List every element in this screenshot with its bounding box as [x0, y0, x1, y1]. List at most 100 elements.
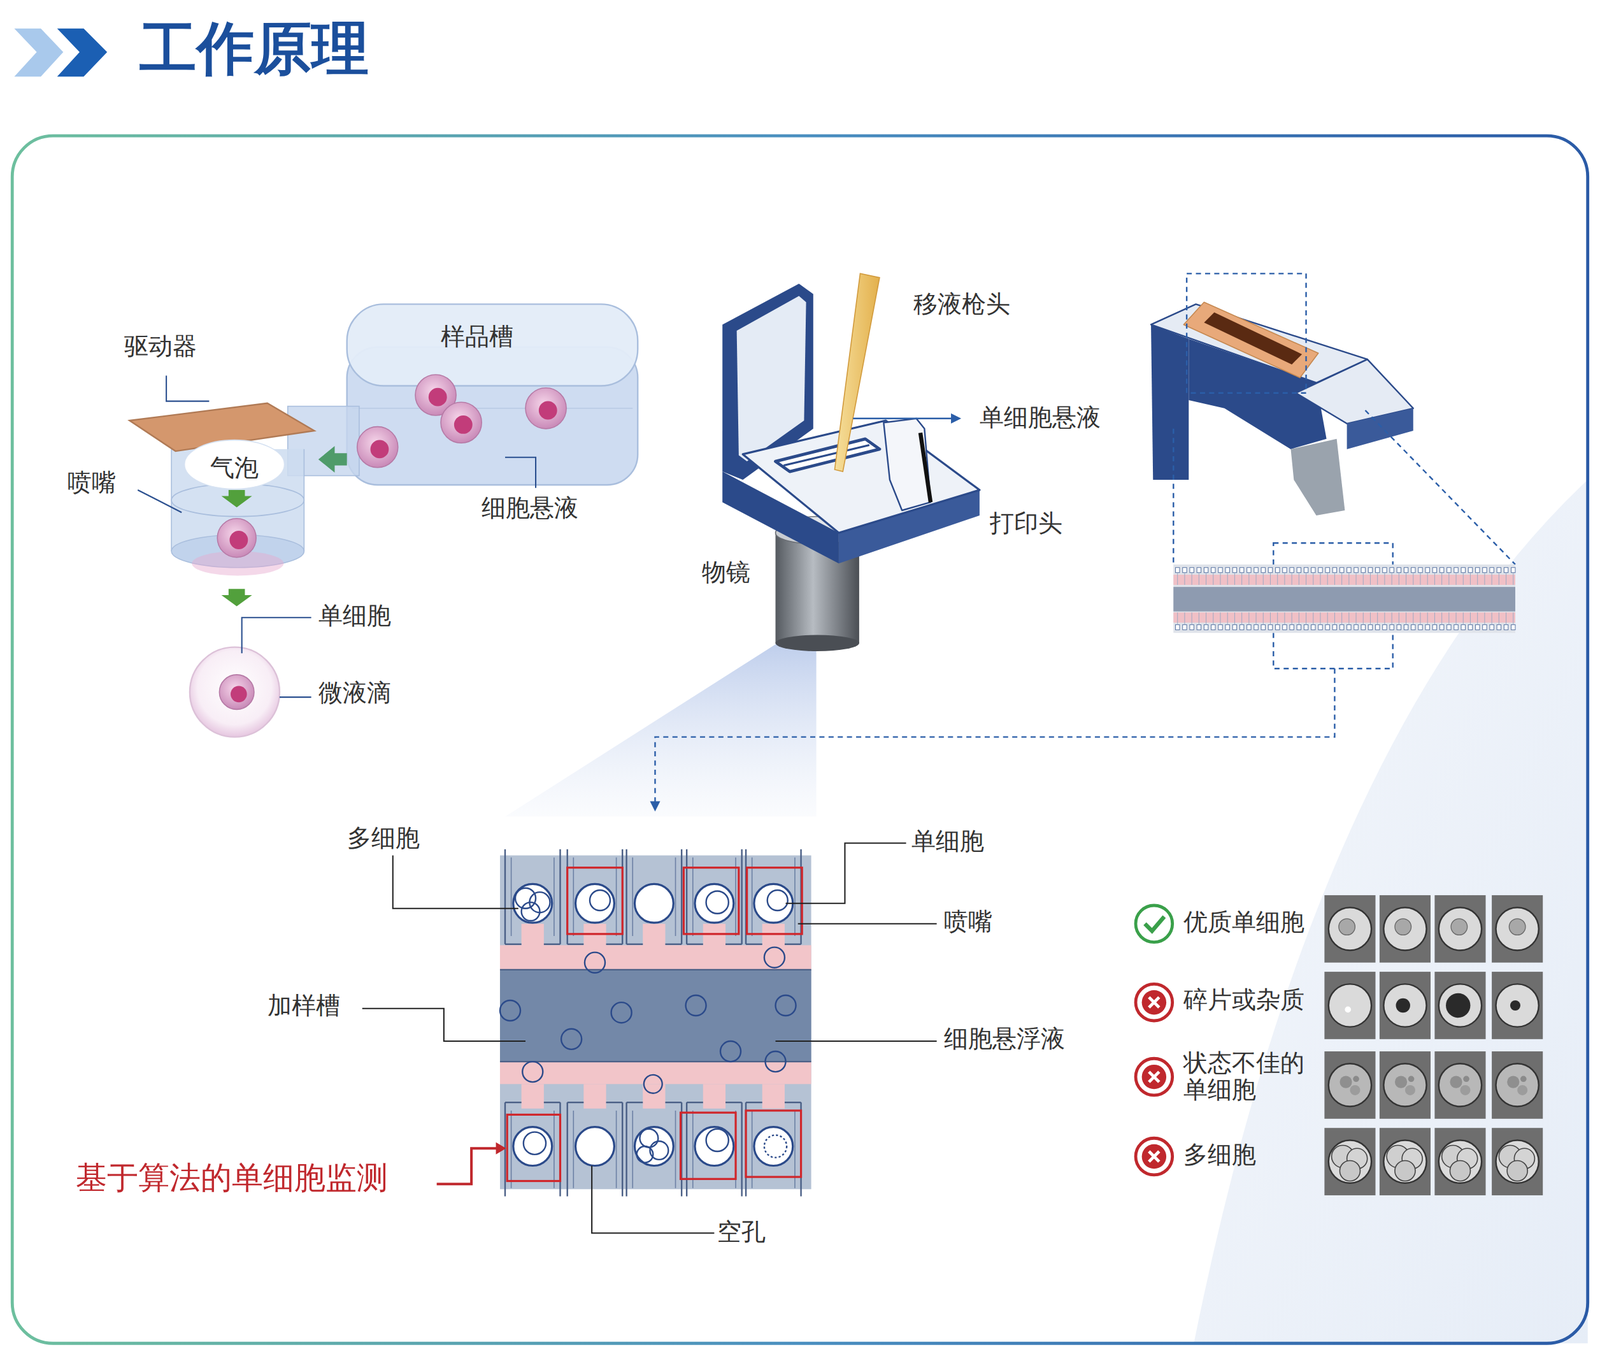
- nozzle-strip: [1361, 624, 1365, 630]
- printer-holder: [783, 444, 870, 465]
- nozzle-strip: [1203, 567, 1208, 573]
- nozzle-strip: [1482, 567, 1487, 573]
- nozzle-wells: [784, 943, 802, 945]
- objective-lens: [775, 634, 860, 651]
- cell-thumbnails: [1405, 1084, 1416, 1095]
- nozzle-strip: [1363, 572, 1364, 585]
- well-cells: [521, 901, 541, 921]
- nozzle-wells: [573, 857, 575, 936]
- nozzle-wells: [504, 1101, 506, 1196]
- cell-thumbnails: [1383, 907, 1427, 950]
- nozzle-strip: [1470, 572, 1471, 585]
- cell-thumbnails: [1349, 1084, 1360, 1095]
- zoom-arrow-head: [649, 801, 660, 812]
- nozzle-wells: [543, 943, 561, 945]
- cell-thumbnails: [1324, 894, 1543, 1195]
- pipette-tip: [834, 273, 879, 472]
- zoom-guides: [1364, 410, 1515, 565]
- nozzle-wells: [675, 1110, 677, 1188]
- zoom-guides: [1186, 273, 1306, 393]
- nozzle-strip: [1411, 567, 1416, 573]
- nozzle-strip: [1448, 572, 1450, 585]
- cell-thumbnails: [1383, 1063, 1427, 1106]
- cell-thumbnails: [1338, 918, 1356, 936]
- nozzle-strip: [1339, 624, 1344, 630]
- well-cells: [706, 891, 729, 914]
- well-cells: [636, 1145, 654, 1163]
- leader-lines: [505, 457, 536, 488]
- nozzle-strip: [1412, 612, 1414, 625]
- nozzle-strip: [1227, 572, 1229, 585]
- floating-cells: [764, 947, 785, 968]
- cell-thumbnails: [1396, 998, 1411, 1013]
- nozzle-strip: [1461, 624, 1465, 630]
- nozzle-strip: [1434, 612, 1436, 625]
- nozzle-strip: [1332, 567, 1337, 573]
- nozzle-array: [500, 944, 812, 969]
- nozzle-strip: [1248, 612, 1250, 625]
- nozzle-strip: [1173, 574, 1516, 585]
- cell-thumbnails: [1450, 918, 1468, 936]
- nozzle-wells: [505, 943, 522, 945]
- nozzle-strip: [1318, 624, 1323, 630]
- leader-lines: [166, 375, 209, 402]
- nozzle-strip: [1461, 567, 1465, 573]
- light-beam: [505, 642, 817, 816]
- nozzle-wells: [510, 857, 513, 936]
- highlight-label: 基于算法的单细胞监测: [75, 1159, 388, 1197]
- nozzle-wells: [553, 1110, 555, 1188]
- light-beam: [505, 642, 817, 816]
- floating-cells: [643, 1074, 663, 1093]
- nozzle-strip: [1182, 624, 1187, 630]
- nozzle-strip: [1425, 624, 1430, 630]
- cells: [538, 401, 558, 420]
- nozzle-strip: [1311, 567, 1316, 573]
- nozzle-strip: [1196, 567, 1201, 573]
- nozzle-strip: [1303, 624, 1308, 630]
- nozzle-wells: [740, 1101, 743, 1196]
- status-icons: [1149, 1150, 1160, 1162]
- cell-thumbnails: [1379, 1127, 1431, 1195]
- nozzle-array: [500, 1061, 812, 1084]
- zoom-arrow-head: [649, 801, 660, 812]
- cell-thumbnails: [1328, 907, 1372, 950]
- nozzle-wells: [631, 1110, 634, 1188]
- nozzle-strip: [1182, 567, 1187, 573]
- cell-thumbnails: [1491, 1127, 1543, 1195]
- nozzle-strip: [1356, 612, 1357, 625]
- nozzle-strip: [1205, 572, 1207, 585]
- nozzle-strip: [1447, 624, 1451, 630]
- nozzle-strip: [1227, 612, 1229, 625]
- part-label: 加样槽: [267, 991, 341, 1021]
- nozzle-strip: [1475, 624, 1479, 630]
- part-label: 物镜: [701, 557, 751, 588]
- nozzle-strip: [1305, 612, 1307, 625]
- nozzle-strip: [1382, 624, 1387, 630]
- cell-thumbnails: [1339, 1159, 1360, 1181]
- cell-thumbnails: [1517, 1084, 1528, 1095]
- status-icons: [1135, 983, 1173, 1021]
- nozzle-strip: [1384, 612, 1385, 625]
- nozzle-strip: [1319, 612, 1321, 625]
- nozzle-strip: [1363, 612, 1364, 625]
- nozzle-wells: [745, 943, 763, 945]
- nozzle-strip: [1391, 572, 1393, 585]
- nozzle-wells: [751, 857, 753, 936]
- suspension-arrow: [852, 417, 953, 420]
- suspension-arrow: [950, 413, 962, 424]
- nozzle-strip: [1305, 572, 1307, 585]
- cell-thumbnails: [1324, 1127, 1376, 1195]
- nozzle-strip: [1432, 567, 1437, 573]
- nozzle-strip: [1441, 612, 1443, 625]
- nozzle-wells: [606, 943, 623, 945]
- part-label: 喷嘴: [943, 907, 993, 937]
- nozzle-strip: [1389, 624, 1394, 630]
- printer-holder: [920, 432, 931, 502]
- part-label: 单细胞悬液: [979, 403, 1101, 433]
- nozzle-strip: [1312, 572, 1314, 585]
- nozzle-wells: [692, 857, 694, 936]
- nozzle-strip: [1505, 572, 1507, 585]
- nozzle-strip: [1275, 567, 1280, 573]
- nozzle-strip: [1291, 572, 1293, 585]
- status-icons: [1149, 1071, 1160, 1082]
